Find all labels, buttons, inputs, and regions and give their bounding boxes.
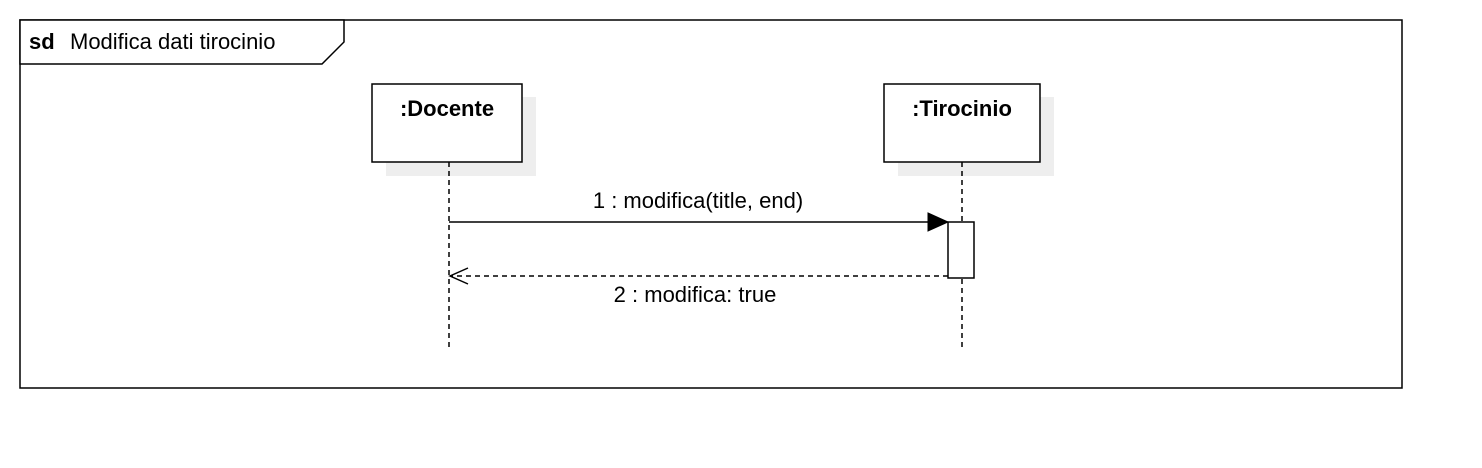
message-1-arrowhead — [927, 212, 950, 232]
lifeline-docente-head — [371, 83, 523, 163]
lifeline-tirocinio-head — [883, 83, 1041, 163]
frame-name-tab — [19, 19, 345, 65]
lifeline-tirocinio-label: :Tirocinio — [912, 96, 1012, 121]
diagram-frame — [19, 19, 1403, 389]
frame-keyword: sd — [29, 29, 55, 54]
message-1-label: 1 : modifica(title, end) — [593, 188, 803, 213]
frame-title: Modifica dati tirocinio — [70, 29, 275, 54]
activation-bar — [947, 221, 975, 279]
message-2-arrowhead — [448, 267, 469, 285]
message-2-label: 2 : modifica: true — [614, 282, 777, 307]
lifeline-docente-label: :Docente — [400, 96, 494, 121]
